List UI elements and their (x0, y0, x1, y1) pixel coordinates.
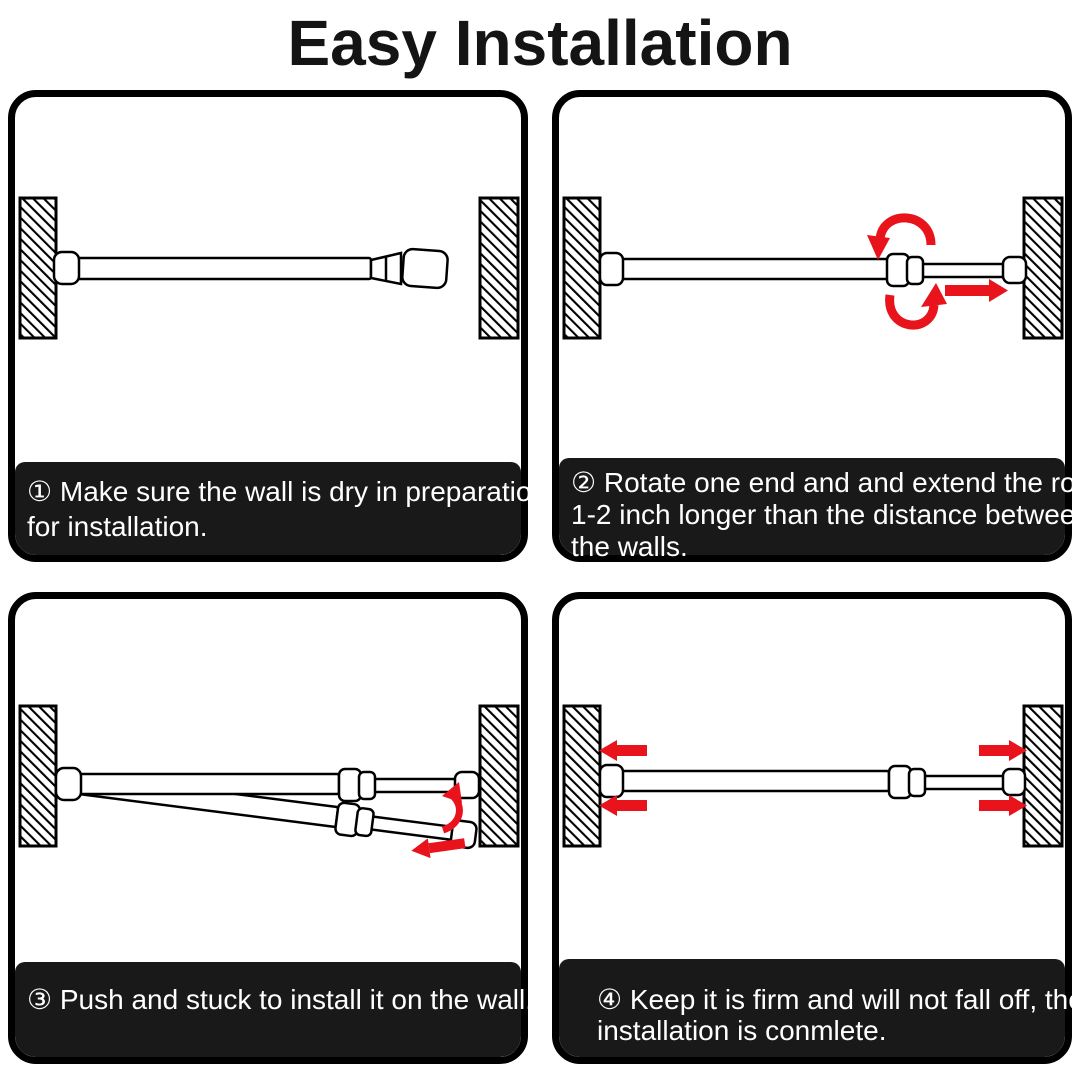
wall-right (478, 196, 520, 340)
step-panel-3: ③ Push and stuck to install it on the wa… (8, 592, 534, 1064)
caption-line: ① Make sure the wall is dry in preparati… (27, 476, 547, 507)
step-caption-4: ④ Keep it is firm and will not fall off,… (559, 959, 1080, 1057)
page-title: Easy Installation (287, 7, 793, 79)
caption-line: ④ Keep it is firm and will not fall off,… (597, 984, 1080, 1015)
wall-right (1022, 704, 1064, 848)
wall-left (18, 196, 58, 340)
wall-right (1022, 196, 1064, 340)
rod-end-cap-left (598, 763, 625, 799)
illustration-step-3 (18, 704, 520, 859)
step-panel-4: ④ Keep it is firm and will not fall off,… (552, 592, 1080, 1064)
wall-right (478, 704, 520, 848)
wall-left (562, 704, 602, 848)
rod-collar (337, 767, 377, 803)
rod-end-cap-right (453, 770, 481, 800)
step-caption-2: ② Rotate one end and and extend the rod … (559, 458, 1080, 562)
tension-rod (598, 763, 1027, 800)
step-panel-1: ① Make sure the wall is dry in preparati… (8, 90, 547, 562)
wall-left (18, 704, 58, 848)
step-panel-2: ② Rotate one end and and extend the rod … (552, 90, 1080, 562)
caption-line: for installation. (27, 511, 208, 542)
tension-rod (598, 251, 1028, 288)
illustration-step-1 (18, 196, 520, 340)
tension-arrow-icon (599, 795, 647, 816)
extend-arrow-icon (945, 279, 1008, 302)
wall-left (562, 196, 602, 340)
tension-rod (52, 247, 449, 290)
rod-collar (334, 801, 375, 838)
caption-line: ③ Push and stuck to install it on the wa… (27, 984, 534, 1015)
tension-arrow-icon (599, 740, 647, 761)
step-caption-1: ① Make sure the wall is dry in preparati… (15, 462, 547, 555)
caption-line: ② Rotate one end and and extend the rod (571, 467, 1080, 498)
rod-collar (887, 764, 927, 800)
step-caption-3: ③ Push and stuck to install it on the wa… (15, 962, 534, 1057)
tension-rod (77, 767, 481, 803)
swing-up-arrow-icon (441, 782, 463, 834)
rod-collar (885, 252, 925, 288)
rod-end-cap-right (401, 247, 449, 290)
rod-end-cap-left (54, 766, 83, 802)
caption-line: installation is conmlete. (597, 1015, 887, 1046)
illustration-step-2 (562, 196, 1064, 340)
rotate-arrow-icon (867, 213, 947, 330)
rod-end-cap-left (598, 251, 625, 287)
rod-end-cap-left (52, 250, 81, 286)
rod-collar (369, 251, 403, 286)
caption-line: the walls. (571, 531, 688, 562)
rod-end-cap-right (1001, 767, 1027, 797)
illustration-step-4 (562, 704, 1064, 848)
tension-arrow-icon (979, 795, 1027, 816)
push-arrow-icon (411, 838, 466, 859)
rod-end-cap-right (1001, 255, 1028, 285)
caption-line: 1-2 inch longer than the distance betwee… (571, 499, 1080, 530)
tension-arrow-icon (979, 740, 1027, 761)
